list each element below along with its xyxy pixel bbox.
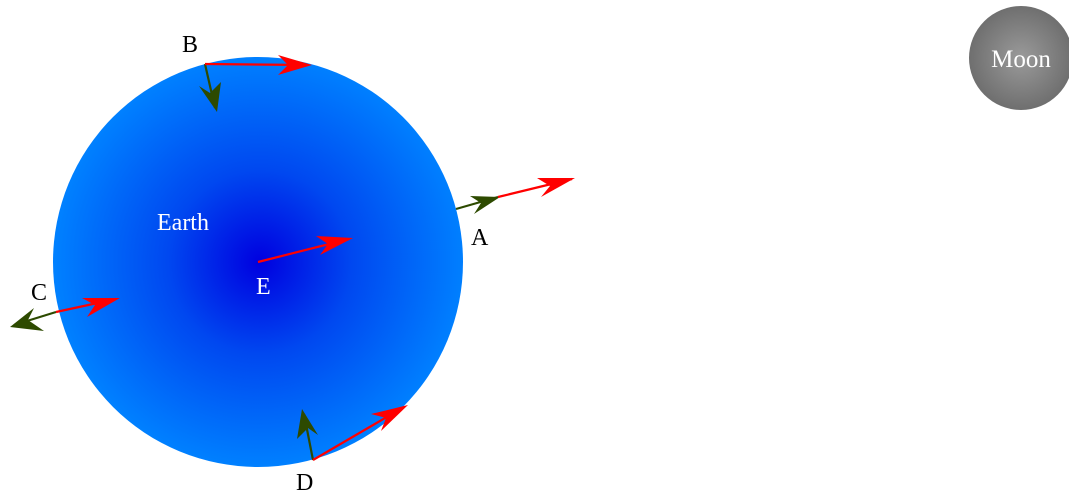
point-label-e: E xyxy=(256,274,271,300)
moon-pull-arrow-a xyxy=(497,177,575,199)
moon-label: Moon xyxy=(991,46,1051,73)
moon-pull-arrow-b xyxy=(204,55,312,75)
moon-disc xyxy=(969,6,1069,110)
moon-pull-arrow-d xyxy=(312,405,408,461)
tidal-arrow-d xyxy=(297,409,318,461)
tidal-arrow-a xyxy=(455,195,500,214)
tidal-arrow-b xyxy=(199,63,221,112)
earth-label: Earth xyxy=(157,210,209,236)
moon-pull-arrow-c xyxy=(55,297,120,317)
point-label-a: A xyxy=(471,225,489,251)
point-label-c: C xyxy=(31,280,47,306)
tidal-arrow-c xyxy=(10,308,57,331)
moon-pull-arrow-e xyxy=(257,236,353,264)
point-label-d: D xyxy=(296,470,313,493)
point-label-b: B xyxy=(182,32,198,58)
